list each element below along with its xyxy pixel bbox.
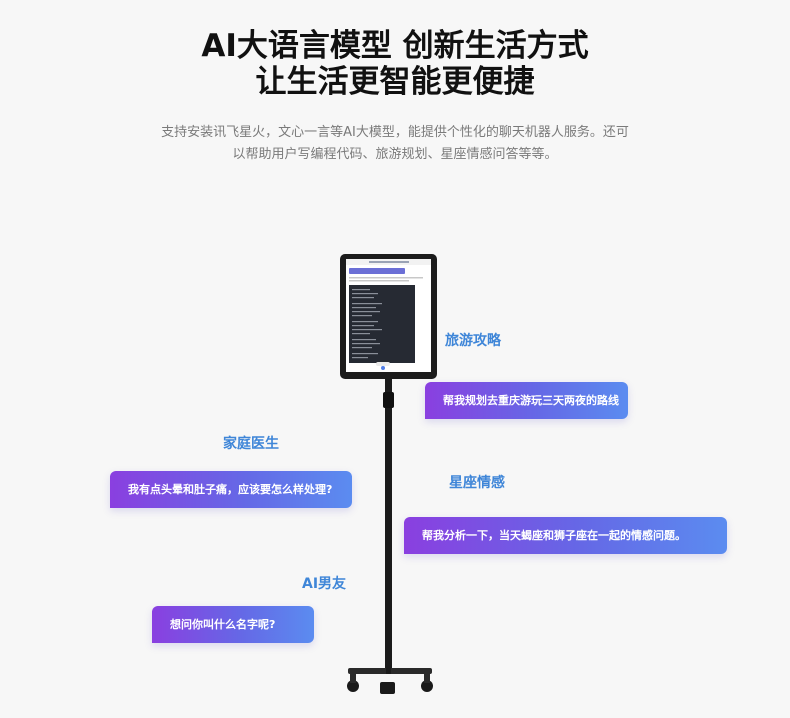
question-bubble-family-doctor: 我有点头晕和肚子痛，应该要怎么样处理?	[110, 471, 352, 508]
description-line-1: 支持安装讯飞星火，文心一言等AI大模型，能提供个性化的聊天机器人服务。还可	[161, 125, 629, 140]
topic-ai-boyfriend: AI男友	[302, 576, 347, 592]
question-bubble-travel: 帮我规划去重庆游玩三天两夜的路线	[425, 382, 628, 419]
question-bubble-ai-boyfriend: 想问你叫什么名字呢?	[152, 606, 314, 643]
question-bubble-horoscope: 帮我分析一下，当天蝎座和狮子座在一起的情感问题。	[404, 517, 727, 554]
headline-line-1: AI大语言模型 创新生活方式	[201, 28, 589, 64]
stand-base	[347, 660, 433, 694]
description-line-2: 以帮助用户写编程代码、旅游规划、星座情感问答等等。	[232, 147, 558, 162]
tablet-device	[340, 254, 437, 379]
code-block	[349, 285, 415, 363]
topic-family-doctor: 家庭医生	[223, 436, 279, 452]
stand-clamp	[383, 392, 394, 408]
topic-horoscope: 星座情感	[449, 475, 505, 491]
stand-pole	[385, 372, 392, 672]
topic-travel: 旅游攻略	[445, 333, 501, 349]
headline-line-2: 让生活更智能更便捷	[255, 64, 535, 100]
